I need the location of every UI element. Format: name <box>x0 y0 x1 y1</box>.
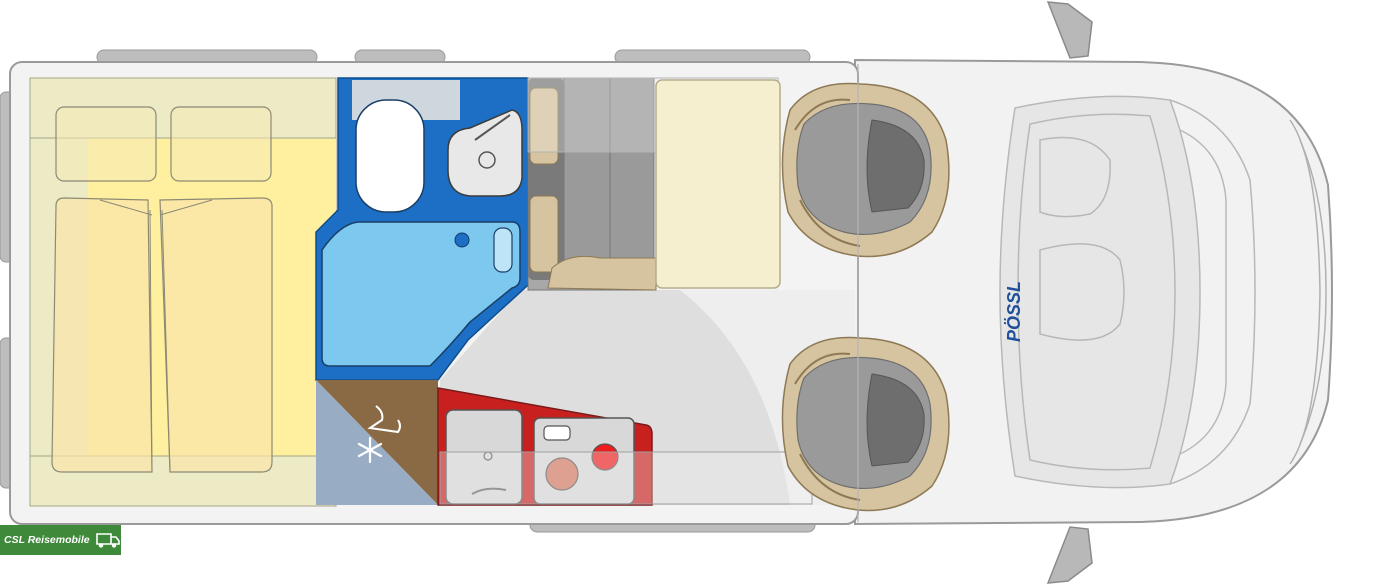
front-bumper-lines <box>1289 119 1327 465</box>
snowflake-icon <box>357 436 383 464</box>
shower-tray <box>321 221 521 367</box>
brand-logo: PÖSSL <box>1004 281 1024 342</box>
hanger-icon <box>367 405 401 434</box>
stove-burner-2 <box>591 443 619 471</box>
bathroom <box>315 77 529 381</box>
kitchen-counter <box>437 387 813 506</box>
passenger-seat <box>781 82 950 258</box>
side-mirrors <box>1046 1 1093 584</box>
rear-bed <box>29 77 337 507</box>
svg-text:PÖSSL: PÖSSL <box>1004 281 1024 342</box>
dinette-table <box>655 79 781 289</box>
toilet <box>355 99 425 213</box>
shower-drain <box>454 232 470 248</box>
wardrobe-fridge <box>316 380 438 505</box>
badge-label: CSL Reisemobile <box>0 525 95 555</box>
csl-reisemobile-badge: CSL Reisemobile <box>0 525 121 555</box>
stove-burner-1 <box>545 457 579 491</box>
van-icon <box>94 525 121 555</box>
dashboard <box>999 95 1256 489</box>
dinette-bench <box>527 77 779 291</box>
driver-seat <box>781 336 950 512</box>
